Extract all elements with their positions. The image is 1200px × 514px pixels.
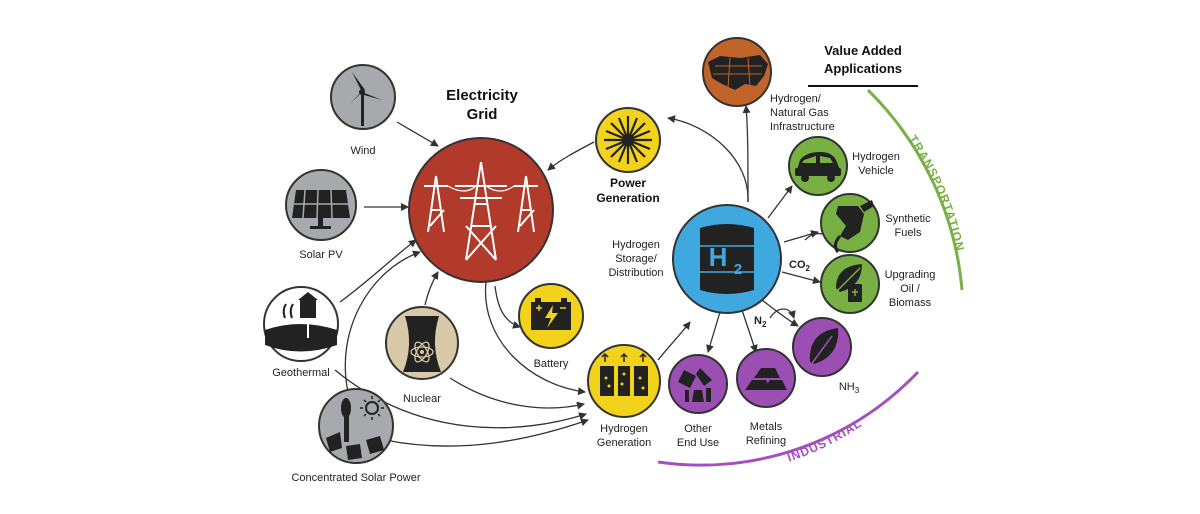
arrow-grid-to-h2gen xyxy=(484,281,586,396)
cooling-tower-icon xyxy=(403,316,441,372)
arrow-h2-to-synthetic xyxy=(783,230,819,243)
us-map-icon xyxy=(708,55,768,90)
arrow-h2-to-powergen xyxy=(667,115,749,203)
arrow-h2gen-to-h2 xyxy=(657,321,691,361)
arrow-csp-to-grid xyxy=(344,250,421,393)
arrow-geothermal-to-grid xyxy=(339,239,417,303)
upgrading-node xyxy=(820,254,880,314)
fuel-nozzle-icon xyxy=(833,200,874,253)
electricity-grid-node xyxy=(408,137,554,283)
csp-node xyxy=(318,388,394,464)
arrow-powergen-to-grid xyxy=(547,141,595,171)
wind-label: Wind xyxy=(350,145,376,157)
synthetic-fuels-node xyxy=(820,193,880,253)
ng-infrastructure-node xyxy=(702,37,772,107)
battery-icon xyxy=(531,298,571,330)
arrow-n2-curl xyxy=(769,308,796,319)
h2-symbol: H xyxy=(709,242,728,272)
connector-arrows xyxy=(334,105,834,447)
arrow-nuclear-to-h2gen xyxy=(449,377,585,410)
hydrogen-generation-node xyxy=(587,344,661,418)
solar-pv-label: Solar PV xyxy=(299,249,343,261)
arrow-h2-to-nh3 xyxy=(761,299,799,327)
wind-node xyxy=(330,64,396,130)
other-end-use-node xyxy=(668,354,728,414)
lab-flask-icon xyxy=(678,368,712,402)
turbine-icon xyxy=(604,116,652,164)
co2-label: CO2 xyxy=(789,259,811,273)
n2-label: N2 xyxy=(754,315,767,329)
transportation-arc xyxy=(866,88,964,291)
leaf-barrel-icon xyxy=(835,264,862,302)
power-generation-node xyxy=(595,107,661,173)
csp-label: Concentrated Solar Power xyxy=(291,472,421,484)
industrial-arc xyxy=(657,370,920,467)
arrow-h2-to-ngmap xyxy=(742,105,751,203)
geothermal-node xyxy=(263,286,339,362)
battery-label: Battery xyxy=(533,358,569,370)
arrow-grid-battery xyxy=(494,285,521,329)
geothermal-label: Geothermal xyxy=(272,367,330,379)
metals-refining-node xyxy=(736,348,796,408)
industrial-label: INDUSTRIAL xyxy=(785,416,864,465)
battery-node xyxy=(518,283,584,349)
h2-tank-icon xyxy=(700,224,754,294)
nh3-node xyxy=(792,317,852,377)
arrow-h2-to-upgrading xyxy=(781,271,821,285)
transmission-tower-icon xyxy=(424,161,538,261)
arrow-nuclear-to-grid xyxy=(424,271,439,306)
nh3-label: NH3 xyxy=(838,381,860,396)
arrow-h2-to-vehicle xyxy=(767,185,793,219)
arrow-h2-to-metals xyxy=(741,309,758,353)
arrow-wind-to-grid xyxy=(396,121,439,147)
solar-panel-icon xyxy=(292,189,350,229)
electrolyzer-icon xyxy=(600,352,648,396)
solar-pv-node xyxy=(285,169,357,241)
h2-subscript: 2 xyxy=(734,261,742,278)
wind-turbine-icon xyxy=(350,72,382,126)
hydrogen-storage-node: H 2 xyxy=(672,204,782,314)
nuclear-label: Nuclear xyxy=(403,393,441,405)
arrow-h2-to-otheruse xyxy=(706,311,721,353)
hydrogen-vehicle-node xyxy=(788,136,848,196)
solar-tower-icon xyxy=(326,396,384,460)
car-icon xyxy=(795,152,841,182)
arrow-csp-to-h2gen xyxy=(384,418,589,447)
geothermal-plant-icon xyxy=(265,292,337,352)
metal-ingots-icon xyxy=(745,368,787,390)
nuclear-node xyxy=(385,306,459,380)
